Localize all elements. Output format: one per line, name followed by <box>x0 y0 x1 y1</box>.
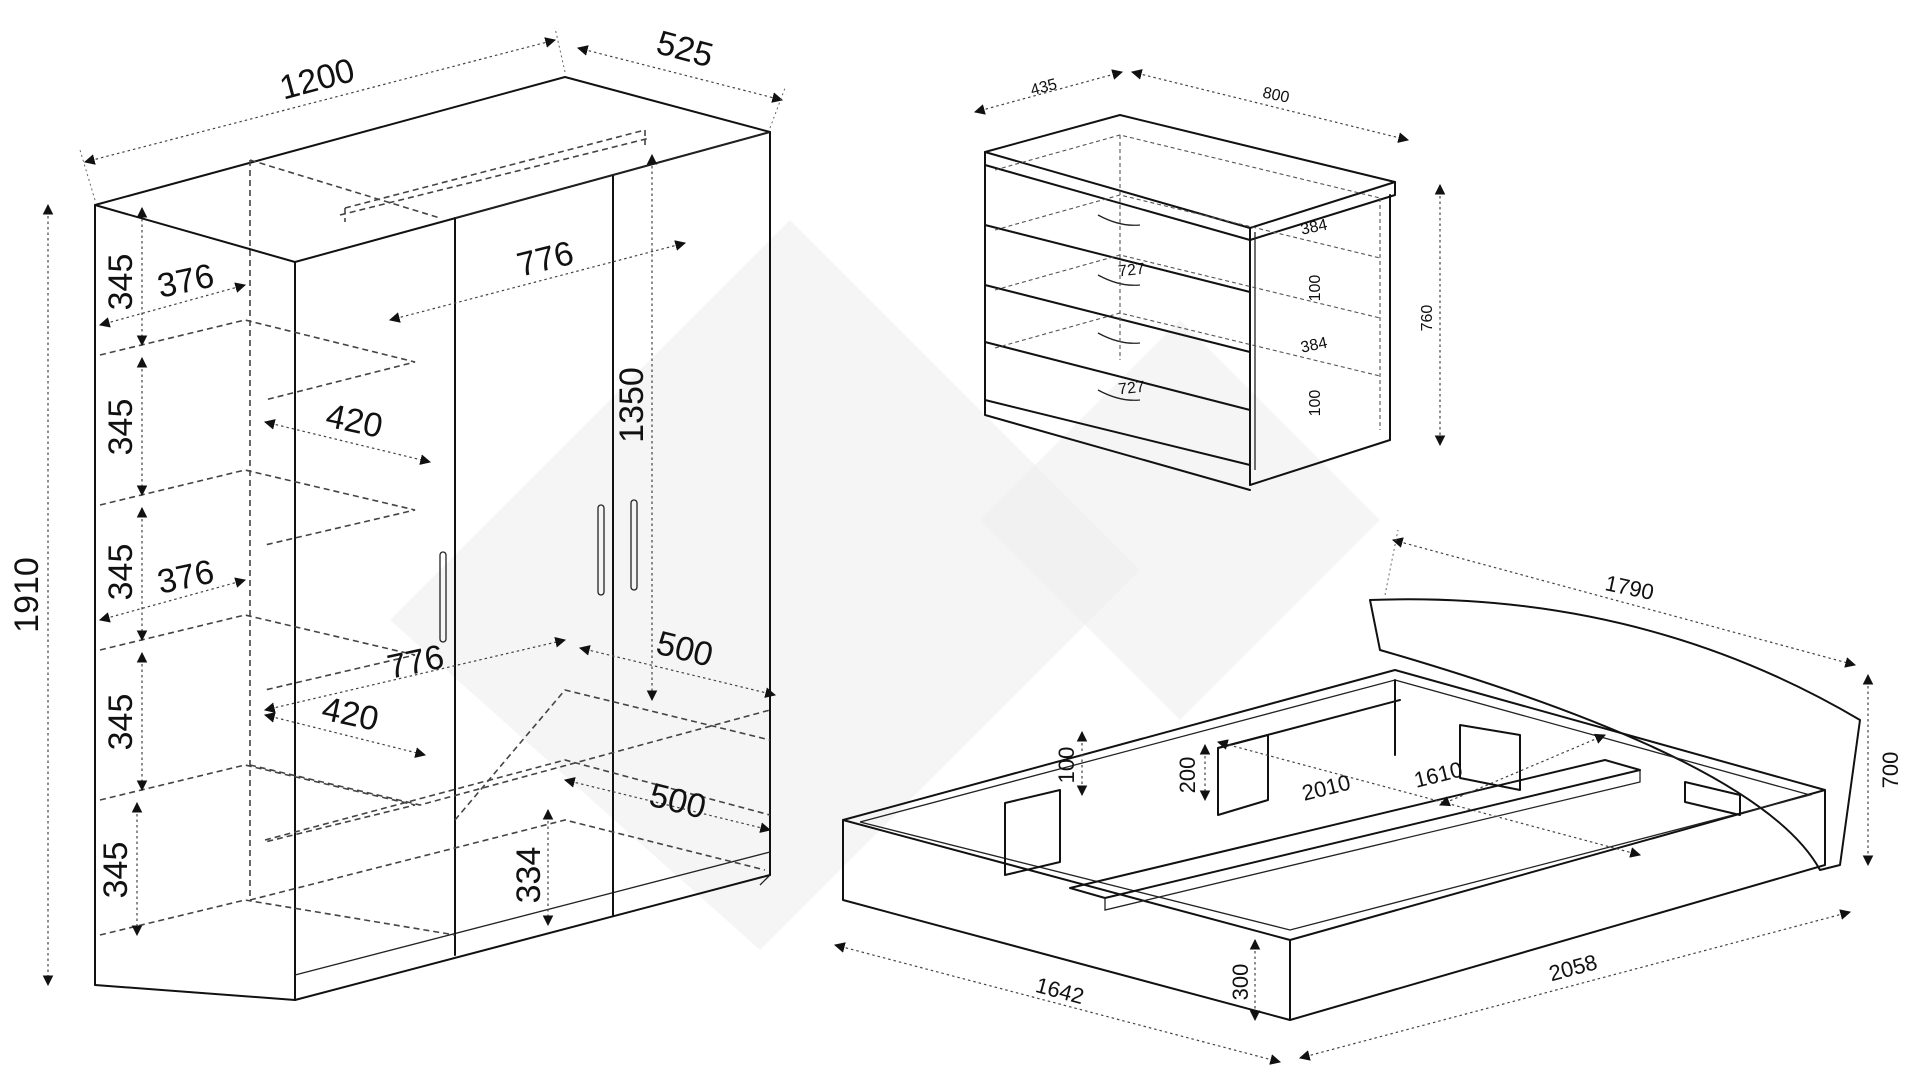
dim-wardrobe-height: 1910 <box>8 557 46 633</box>
dim-bottom-gap: 334 <box>510 847 548 904</box>
wardrobe-base-edge <box>294 874 771 1001</box>
dim-drawer-height-2: 100 <box>1307 390 1324 417</box>
dim-bed-support-height: 200 <box>1175 757 1200 794</box>
dim-shelf-spacing-4: 345 <box>102 694 140 751</box>
dim-wardrobe-width: 1200 <box>276 51 359 107</box>
dim-drawer-width-1: 727 <box>1117 261 1145 281</box>
drawer-handle-4 <box>1097 389 1141 401</box>
dim-rail-width-top: 776 <box>513 234 577 285</box>
dim-bed-frame-height: 300 <box>1228 964 1253 1001</box>
wardrobe-plinth-line <box>294 851 771 976</box>
dim-drawer-width-2: 727 <box>1117 379 1145 399</box>
dim-bed-inner-width: 1610 <box>1411 757 1465 793</box>
door-handle-right <box>630 499 638 591</box>
bed-drawing: 1790 700 1642 2058 300 2010 1610 200 100 <box>833 529 1903 1065</box>
dim-shelf-spacing-5: 345 <box>97 842 135 899</box>
dim-shelf-width-lower: 420 <box>319 690 382 739</box>
dresser-top-face <box>984 114 1396 229</box>
dim-dresser-height: 760 <box>1419 305 1436 332</box>
bed-support-3 <box>1459 724 1521 791</box>
dim-dresser-width: 800 <box>1261 85 1291 107</box>
dim-left-shelf-depth-mid: 376 <box>154 553 217 602</box>
wardrobe-drawing: 1200 525 1910 345 345 345 345 345 376 37… <box>8 24 786 1001</box>
hidden-drawer-boxes <box>994 134 1381 430</box>
dim-drawer-depth-2: 384 <box>1299 334 1329 356</box>
dim-drawer-height-1: 100 <box>1307 275 1324 302</box>
bed-support-1 <box>1004 789 1061 876</box>
watermark-logo <box>390 220 1380 950</box>
hidden-shelves-left <box>99 319 771 936</box>
dim-bed-frame-length: 2058 <box>1546 949 1600 986</box>
dim-left-shelf-depth-top: 376 <box>154 257 217 306</box>
dim-drawer-depth-1: 384 <box>1299 216 1329 238</box>
dresser-drawing: 435 800 760 384 384 727 727 100 100 <box>973 69 1446 491</box>
hidden-rail <box>339 137 651 216</box>
dim-door-height: 1350 <box>613 367 651 443</box>
dim-shelf-width-upper: 420 <box>323 397 386 446</box>
dim-bed-inner-length: 2010 <box>1299 770 1353 806</box>
dim-headboard-width: 1790 <box>1603 570 1656 605</box>
drawer-handle-3 <box>1097 332 1141 344</box>
bed-frame-foot-side <box>1289 789 1826 1021</box>
dim-bed-side-support-height: 100 <box>1054 747 1079 784</box>
dim-shelf-spacing-3: 345 <box>102 544 140 601</box>
dim-shelf-spacing-1: 345 <box>102 254 140 311</box>
dim-bed-frame-width: 1642 <box>1033 972 1087 1009</box>
dim-wardrobe-depth: 525 <box>653 24 718 75</box>
wardrobe-top-face <box>94 76 771 263</box>
dim-headboard-height: 700 <box>1878 752 1903 789</box>
dim-dresser-depth: 435 <box>1029 76 1059 99</box>
door-handle-middle <box>597 504 605 596</box>
bed-support-4 <box>1684 781 1741 816</box>
bed-center-beam <box>1069 759 1641 899</box>
drawer-handle-1 <box>1097 214 1141 226</box>
dim-shelf-spacing-2: 345 <box>102 399 140 456</box>
dim-rail-width-lower: 776 <box>384 638 447 687</box>
